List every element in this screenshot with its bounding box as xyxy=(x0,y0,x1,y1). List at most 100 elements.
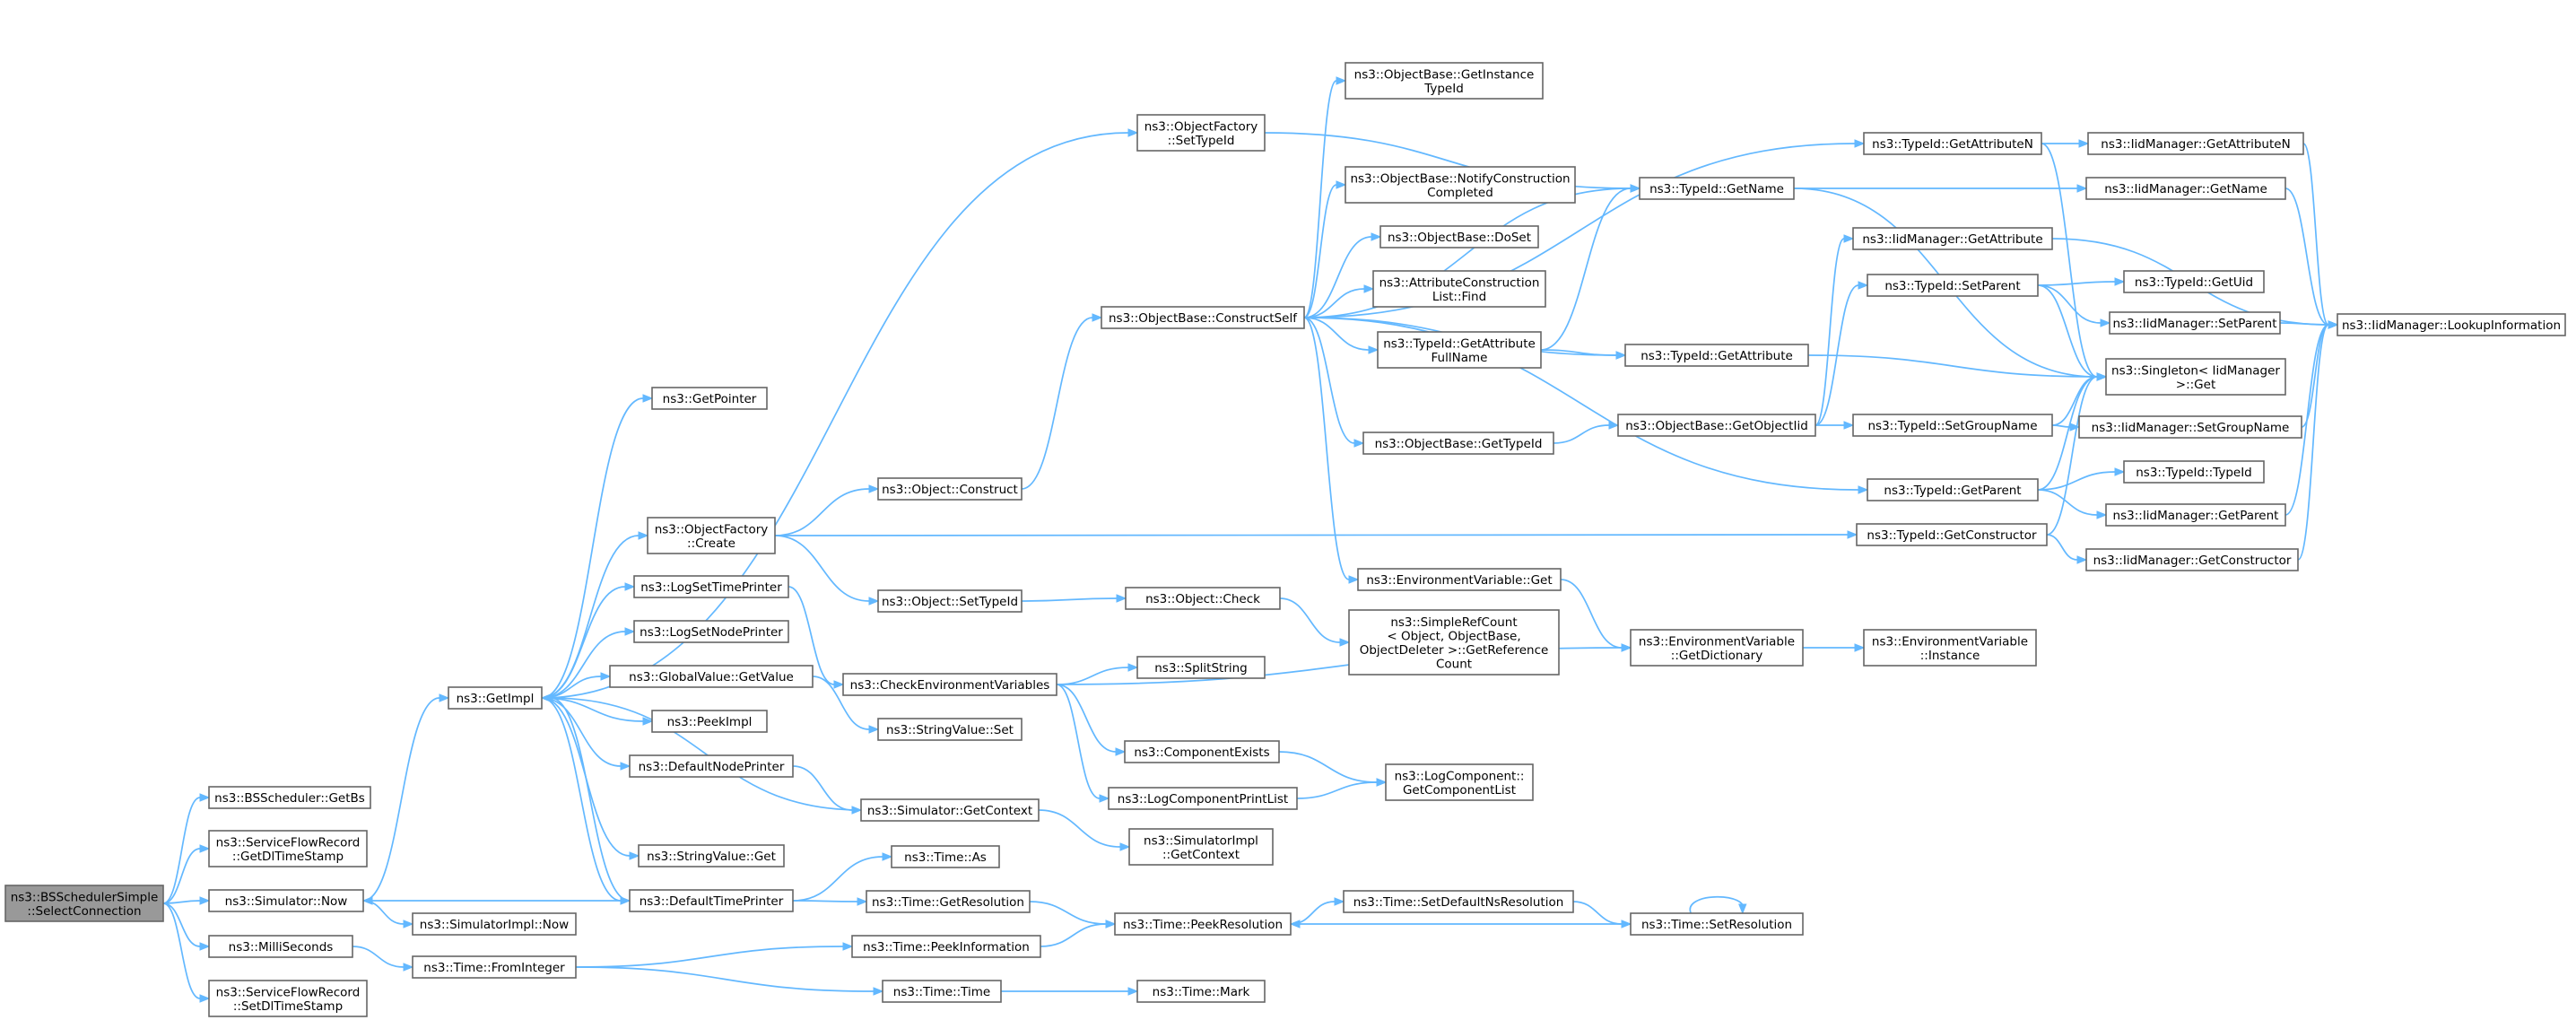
edge-obconstructself-to-obdoset xyxy=(1303,232,1382,318)
node-tidgetname[interactable]: ns3::TypeId::GetName xyxy=(1639,177,1795,200)
node-simnow[interactable]: ns3::Simulator::Now xyxy=(208,889,364,912)
node-tidgetuid[interactable]: ns3::TypeId::GetUid xyxy=(2123,270,2265,293)
node-label-line: ns3::Time::PeekInformation xyxy=(863,940,1030,955)
node-box xyxy=(860,798,1040,822)
node-logcompget[interactable]: ns3::LogComponent::GetComponentList xyxy=(1385,763,1534,801)
node-tidtid[interactable]: ns3::TypeId::TypeId xyxy=(2123,460,2265,484)
node-iidsetparent[interactable]: ns3::IidManager::SetParent xyxy=(2109,311,2281,335)
node-tidsetgroup[interactable]: ns3::TypeId::SetGroupName xyxy=(1852,414,2053,437)
edge-line xyxy=(2301,324,2329,428)
node-getimpl[interactable]: ns3::GetImpl xyxy=(448,686,543,710)
node-root[interactable]: ns3::BSSchedulerSimple::SelectConnection xyxy=(4,885,164,922)
node-defnode[interactable]: ns3::DefaultNodePrinter xyxy=(629,754,794,778)
edge-line xyxy=(774,488,870,536)
node-getbs[interactable]: ns3::BSScheduler::GetBs xyxy=(208,786,371,809)
edge-tidgetparent-to-tidtid xyxy=(2037,467,2126,491)
node-label-line: >::Get xyxy=(2176,378,2215,392)
node-peekres[interactable]: ns3::Time::PeekResolution xyxy=(1114,912,1292,936)
node-obnotify[interactable]: ns3::ObjectBase::NotifyConstructionCompl… xyxy=(1345,166,1576,204)
node-obgetobjiid[interactable]: ns3::ObjectBase::GetObjectIid xyxy=(1617,414,1816,437)
node-getpointer[interactable]: ns3::GetPointer xyxy=(651,387,768,410)
node-lognode[interactable]: ns3::LogSetNodePrinter xyxy=(633,620,789,643)
node-label-line: ns3::SimulatorImpl xyxy=(1144,833,1258,848)
node-peekinfo[interactable]: ns3::Time::PeekInformation xyxy=(851,935,1041,958)
node-getres[interactable]: ns3::Time::GetResolution xyxy=(866,890,1031,913)
node-peekimpl[interactable]: ns3::PeekImpl xyxy=(651,710,768,733)
edge-line xyxy=(792,765,853,811)
edge-setres-to-peekres xyxy=(1289,920,1631,928)
node-getdlts[interactable]: ns3::ServiceFlowRecord::GetDlTimeStamp xyxy=(208,830,368,867)
node-iidsetgroup[interactable]: ns3::IidManager::SetGroupName xyxy=(2078,415,2302,439)
edge-line xyxy=(575,946,844,968)
node-iidlookup[interactable]: ns3::IidManager::LookupInformation xyxy=(2337,313,2566,336)
node-timemark[interactable]: ns3::Time::Mark xyxy=(1136,980,1266,1003)
node-label-line: ns3::ObjectBase::ConstructSelf xyxy=(1109,311,1298,326)
node-splitstr[interactable]: ns3::SplitString xyxy=(1136,656,1266,679)
node-box xyxy=(2105,503,2286,527)
node-iidgetctor[interactable]: ns3::IidManager::GetConstructor xyxy=(2085,548,2299,571)
edge-checkenv-to-logcompprint xyxy=(1056,684,1110,803)
edge-tidgetattrfull-to-tidgetattr xyxy=(1540,349,1627,360)
edge-root-to-milli xyxy=(162,902,211,951)
node-setres[interactable]: ns3::Time::SetResolution xyxy=(1630,912,1804,936)
node-obconstructself[interactable]: ns3::ObjectBase::ConstructSelf xyxy=(1101,306,1305,329)
edge-line xyxy=(1290,901,1336,925)
node-logcompprint[interactable]: ns3::LogComponentPrintList xyxy=(1108,787,1298,810)
node-fromint[interactable]: ns3::Time::FromInteger xyxy=(412,955,577,979)
node-label-line: ns3::StringValue::Set xyxy=(886,723,1014,737)
node-box xyxy=(1357,568,1562,591)
node-deftime[interactable]: ns3::DefaultTimePrinter xyxy=(629,889,794,912)
node-setdlts[interactable]: ns3::ServiceFlowRecord::SetDlTimeStamp xyxy=(208,980,368,1017)
node-obdoset[interactable]: ns3::ObjectBase::DoSet xyxy=(1379,225,1539,248)
node-iidgetparent[interactable]: ns3::IidManager::GetParent xyxy=(2105,503,2286,527)
node-envgetdict[interactable]: ns3::EnvironmentVariable::GetDictionary xyxy=(1630,629,1804,667)
edge-line xyxy=(1303,317,1350,580)
node-tidgetparent[interactable]: ns3::TypeId::GetParent xyxy=(1867,478,2039,501)
node-ofsettid[interactable]: ns3::ObjectFactory::SetTypeId xyxy=(1136,114,1266,152)
node-tidgetctor[interactable]: ns3::TypeId::GetConstructor xyxy=(1856,523,2048,546)
node-setdefres[interactable]: ns3::Time::SetDefaultNsResolution xyxy=(1343,890,1574,913)
edge-deftime-to-timeas xyxy=(792,852,893,902)
node-objsettid[interactable]: ns3::Object::SetTypeId xyxy=(877,589,1023,613)
node-tidgetattrn[interactable]: ns3::TypeId::GetAttributeN xyxy=(1863,132,2042,155)
edge-obgetobjiid-to-tidsetgroup xyxy=(1815,421,1855,430)
node-obgettid[interactable]: ns3::ObjectBase::GetTypeId xyxy=(1362,432,1554,455)
node-objcheck[interactable]: ns3::Object::Check xyxy=(1125,587,1281,610)
edge-line xyxy=(788,586,835,685)
node-ofcreate[interactable]: ns3::ObjectFactory::Create xyxy=(647,517,776,554)
node-gvget[interactable]: ns3::GlobalValue::GetValue xyxy=(609,665,814,688)
node-timetime[interactable]: ns3::Time::Time xyxy=(882,980,1002,1003)
node-iidgetattrn[interactable]: ns3::IidManager::GetAttributeN xyxy=(2087,132,2304,155)
edge-arrowhead xyxy=(1353,439,1365,448)
node-tidsetparent[interactable]: ns3::TypeId::SetParent xyxy=(1867,274,2039,297)
node-iidgetattr[interactable]: ns3::IidManager::GetAttribute xyxy=(1852,227,2053,250)
node-singleton[interactable]: ns3::Singleton< IidManager>::Get xyxy=(2105,358,2286,396)
node-simimplnow[interactable]: ns3::SimulatorImpl::Now xyxy=(412,912,577,936)
node-iidgetname[interactable]: ns3::IidManager::GetName xyxy=(2085,177,2286,200)
node-strget[interactable]: ns3::StringValue::Get xyxy=(638,844,785,867)
node-logtime[interactable]: ns3::LogSetTimePrinter xyxy=(633,575,789,598)
node-checkenv[interactable]: ns3::CheckEnvironmentVariables xyxy=(842,673,1057,696)
node-compexists[interactable]: ns3::ComponentExists xyxy=(1124,740,1280,763)
node-strset[interactable]: ns3::StringValue::Set xyxy=(877,718,1023,741)
node-simimplctx[interactable]: ns3::SimulatorImpl::GetContext xyxy=(1128,828,1274,866)
node-tidgetattr[interactable]: ns3::TypeId::GetAttribute xyxy=(1624,344,1809,367)
node-refcount[interactable]: ns3::SimpleRefCount< Object, ObjectBase,… xyxy=(1348,609,1560,676)
edge-arrowhead xyxy=(1630,184,1641,193)
node-label-line: ns3::StringValue::Get xyxy=(647,850,776,864)
edge-arrowhead xyxy=(1116,594,1127,603)
node-envget[interactable]: ns3::EnvironmentVariable::Get xyxy=(1357,568,1562,591)
edge-arrowhead xyxy=(642,394,654,403)
node-timeas[interactable]: ns3::Time::As xyxy=(891,845,1000,868)
node-objconstruct[interactable]: ns3::Object::Construct xyxy=(877,477,1023,501)
edge-arrowhead xyxy=(1092,313,1103,322)
node-label-line: ns3::TypeId::GetAttributeN xyxy=(1872,137,2033,152)
node-simgetctx[interactable]: ns3::Simulator::GetContext xyxy=(860,798,1040,822)
node-box xyxy=(633,575,789,598)
node-envinst[interactable]: ns3::EnvironmentVariable::Instance xyxy=(1863,629,2037,667)
node-milli[interactable]: ns3::MilliSeconds xyxy=(208,935,353,958)
